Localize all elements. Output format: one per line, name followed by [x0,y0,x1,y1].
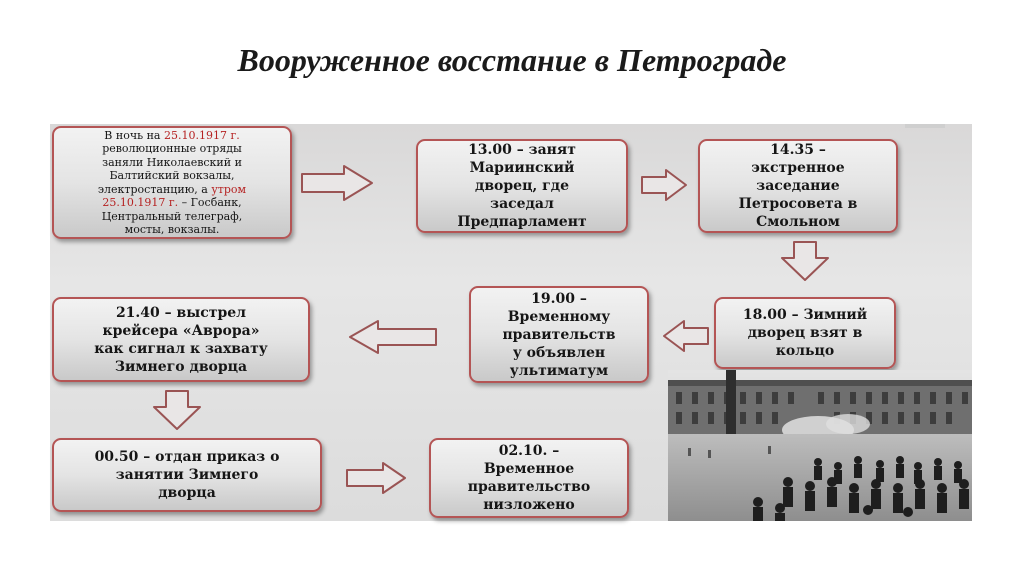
panel-edge [905,124,945,128]
box6-line2: крейсера «Аврора» [102,322,260,339]
box1-morning: утром [211,182,247,196]
box3-line3: заседание [756,178,840,194]
slide-title: Вооруженное восстание в Петрограде [237,42,787,78]
arrow-left-1 [663,320,709,352]
winter-palace-photo-drawing [668,370,972,521]
box4-line3: кольцо [775,343,835,359]
box1-line1a: В ночь на [104,128,164,142]
box1-line6b: – Госбанк, [178,196,242,209]
box5-line5: ультиматум [509,362,609,379]
box1-line5a: электростанцию, а [97,182,212,196]
winter-palace-photo [668,370,972,521]
event-box-0050: 00.50 – отдан приказ о занятии Зимнего д… [52,438,322,512]
box4-line2: дворец взят в [747,325,863,341]
event-box-2140: 21.40 – выстрел крейсера «Аврора» как си… [52,297,310,382]
event-box-1800: 18.00 – Зимний дворец взят в кольцо [714,297,896,369]
box3-line5: Смольном [756,214,840,230]
box5-line4: у объявлен [512,344,606,361]
box5-line2: Временному [507,308,611,325]
box1-line3: заняли Николаевский и [102,155,242,169]
box4-line1: 18.00 – Зимний [742,307,868,323]
box6-line3: как сигнал к захвату [94,340,268,357]
box1-line8: мосты, вокзалы. [124,223,220,236]
arrow-right-3 [346,462,406,494]
box2-line1: 13.00 – занят [468,142,576,158]
box6-line4: Зимнего дворца [114,358,248,375]
box5-line3: правительств [502,326,616,343]
box3-line4: Петросовета в [738,196,858,212]
box2-line4: заседал [490,196,554,212]
box7-line3: дворца [158,485,216,501]
box5-line1: 19.00 – [531,290,587,307]
box7-line2: занятии Зимнего [115,467,259,483]
event-box-0210: 02.10. – Временное правительство низложе… [429,438,629,518]
event-box-1900: 19.00 – Временному правительств у объявл… [469,286,649,383]
event-box-night: В ночь на 25.10.1917 г. революционные от… [52,126,292,239]
box6-line1: 21.40 – выстрел [115,304,247,321]
arrow-down-2 [153,390,201,430]
event-box-1300: 13.00 – занят Мариинский дворец, где зас… [416,139,628,233]
box8-line3: правительство [467,479,591,495]
arrow-down-1 [781,241,829,281]
event-box-1435: 14.35 – экстренное заседание Петросовета… [698,139,898,233]
box2-line5: Предпарламент [457,214,587,230]
box7-line1: 00.50 – отдан приказ о [94,449,280,465]
box1-line4: Балтийский вокзалы, [109,169,235,182]
box8-line4: низложено [483,497,575,513]
box1-line7: Центральный телеграф, [101,209,243,223]
box2-line2: Мариинский [469,160,575,176]
box8-line1: 02.10. – [498,443,560,459]
box3-line2: экстренное [751,160,845,176]
box8-line2: Временное [483,461,575,477]
arrow-right-2 [641,169,687,201]
arrow-left-2 [349,320,437,354]
box1-date2: 25.10.1917 г. [102,196,179,209]
arrow-right-1 [301,165,373,201]
box1-date1: 25.10.1917 г. [163,128,240,142]
box1-line2: революционные отряды [102,142,242,155]
box3-line1: 14.35 – [770,142,826,158]
box2-line3: дворец, где [474,178,569,194]
